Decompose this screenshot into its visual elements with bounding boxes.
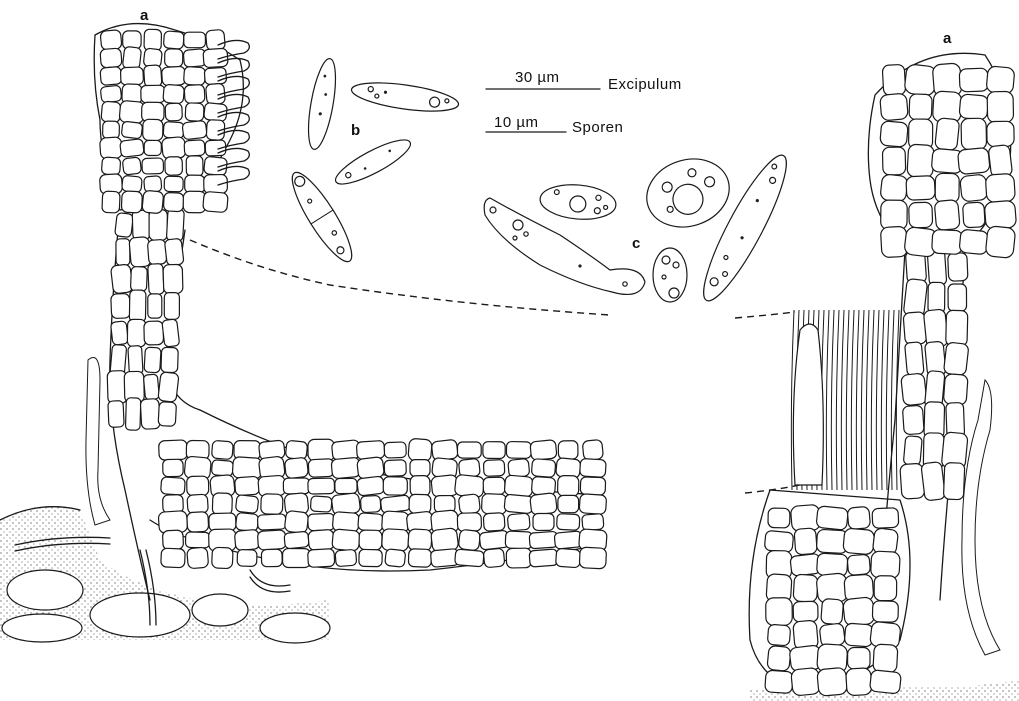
scale-value-sporen: 10 µm: [494, 114, 539, 131]
scale-bar-sporen: 10 µm Sporen: [486, 114, 623, 136]
label-b: b: [351, 122, 360, 139]
spore-b2: [350, 78, 460, 117]
spore-c4: [653, 248, 687, 302]
scale-name-excipulum: Excipulum: [608, 76, 682, 93]
scale-name-sporen: Sporen: [572, 119, 623, 136]
spore-c2: [539, 182, 618, 222]
right-margin-stipple: [962, 380, 1000, 655]
spores-group-c: [484, 148, 798, 309]
right-excipulum-section: [749, 53, 1019, 701]
connector-line-upper-right: [735, 312, 795, 318]
label-right-a: a: [943, 30, 952, 47]
spore-c3: [638, 149, 738, 238]
scale-bar-excipulum: 30 µm Excipulum: [486, 69, 682, 93]
spore-b3: [331, 133, 415, 192]
scale-value-excipulum: 30 µm: [515, 69, 560, 86]
left-margin-stipple: [86, 358, 110, 526]
label-c: c: [632, 235, 640, 252]
spore-b1: [303, 57, 341, 151]
spores-group-b: [283, 57, 460, 268]
label-left-a: a: [140, 7, 149, 24]
